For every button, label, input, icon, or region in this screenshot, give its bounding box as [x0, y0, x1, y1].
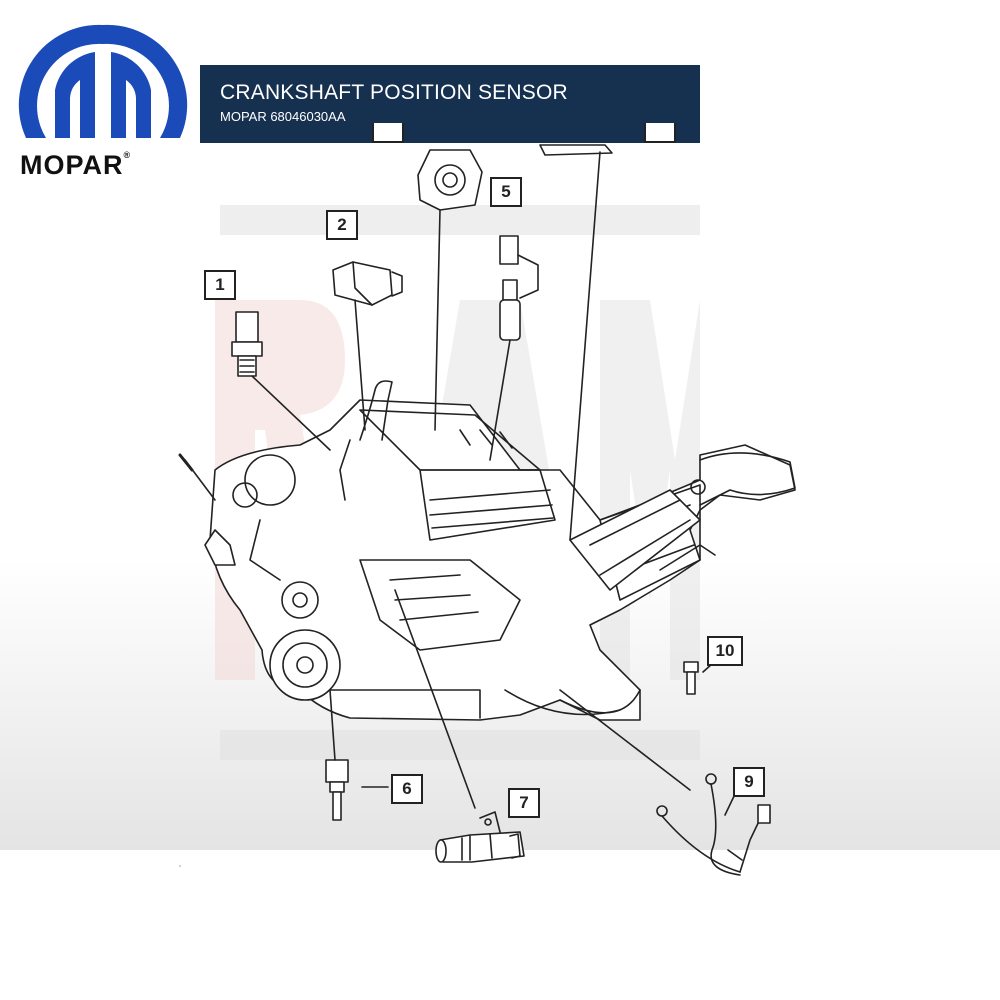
part-5-sensor [489, 235, 539, 461]
callout-1: 1 [204, 270, 236, 300]
page-title: CRANKSHAFT POSITION SENSOR [220, 81, 568, 104]
callout-9: 9 [733, 767, 765, 797]
callout-3 [644, 123, 676, 143]
callout-6: 6 [391, 774, 423, 804]
callout-2: 2 [326, 210, 358, 240]
exhaust-pipe [569, 479, 716, 591]
part-4-sensor [417, 149, 483, 431]
callout-4 [372, 123, 404, 143]
callout-10: 10 [707, 636, 743, 666]
part-2-sensor [332, 261, 403, 431]
pulleys [178, 453, 341, 701]
part-7-crankshaft-sensor [394, 589, 525, 863]
part-3-bracket [539, 144, 613, 541]
part-10-bolt [683, 661, 713, 695]
mopar-m-logo-icon [18, 24, 188, 138]
mopar-wordmark: MOPAR® [20, 150, 132, 180]
callout-7: 7 [508, 788, 540, 818]
part-number: MOPAR 68046030AA [220, 109, 346, 124]
part-1-sensor [231, 311, 331, 451]
part-9-harness [559, 689, 771, 876]
part-6-sensor [325, 689, 389, 821]
callout-5: 5 [490, 177, 522, 207]
engine-block [209, 380, 796, 721]
title-banner: CRANKSHAFT POSITION SENSOR MOPAR 6804603… [200, 65, 700, 143]
